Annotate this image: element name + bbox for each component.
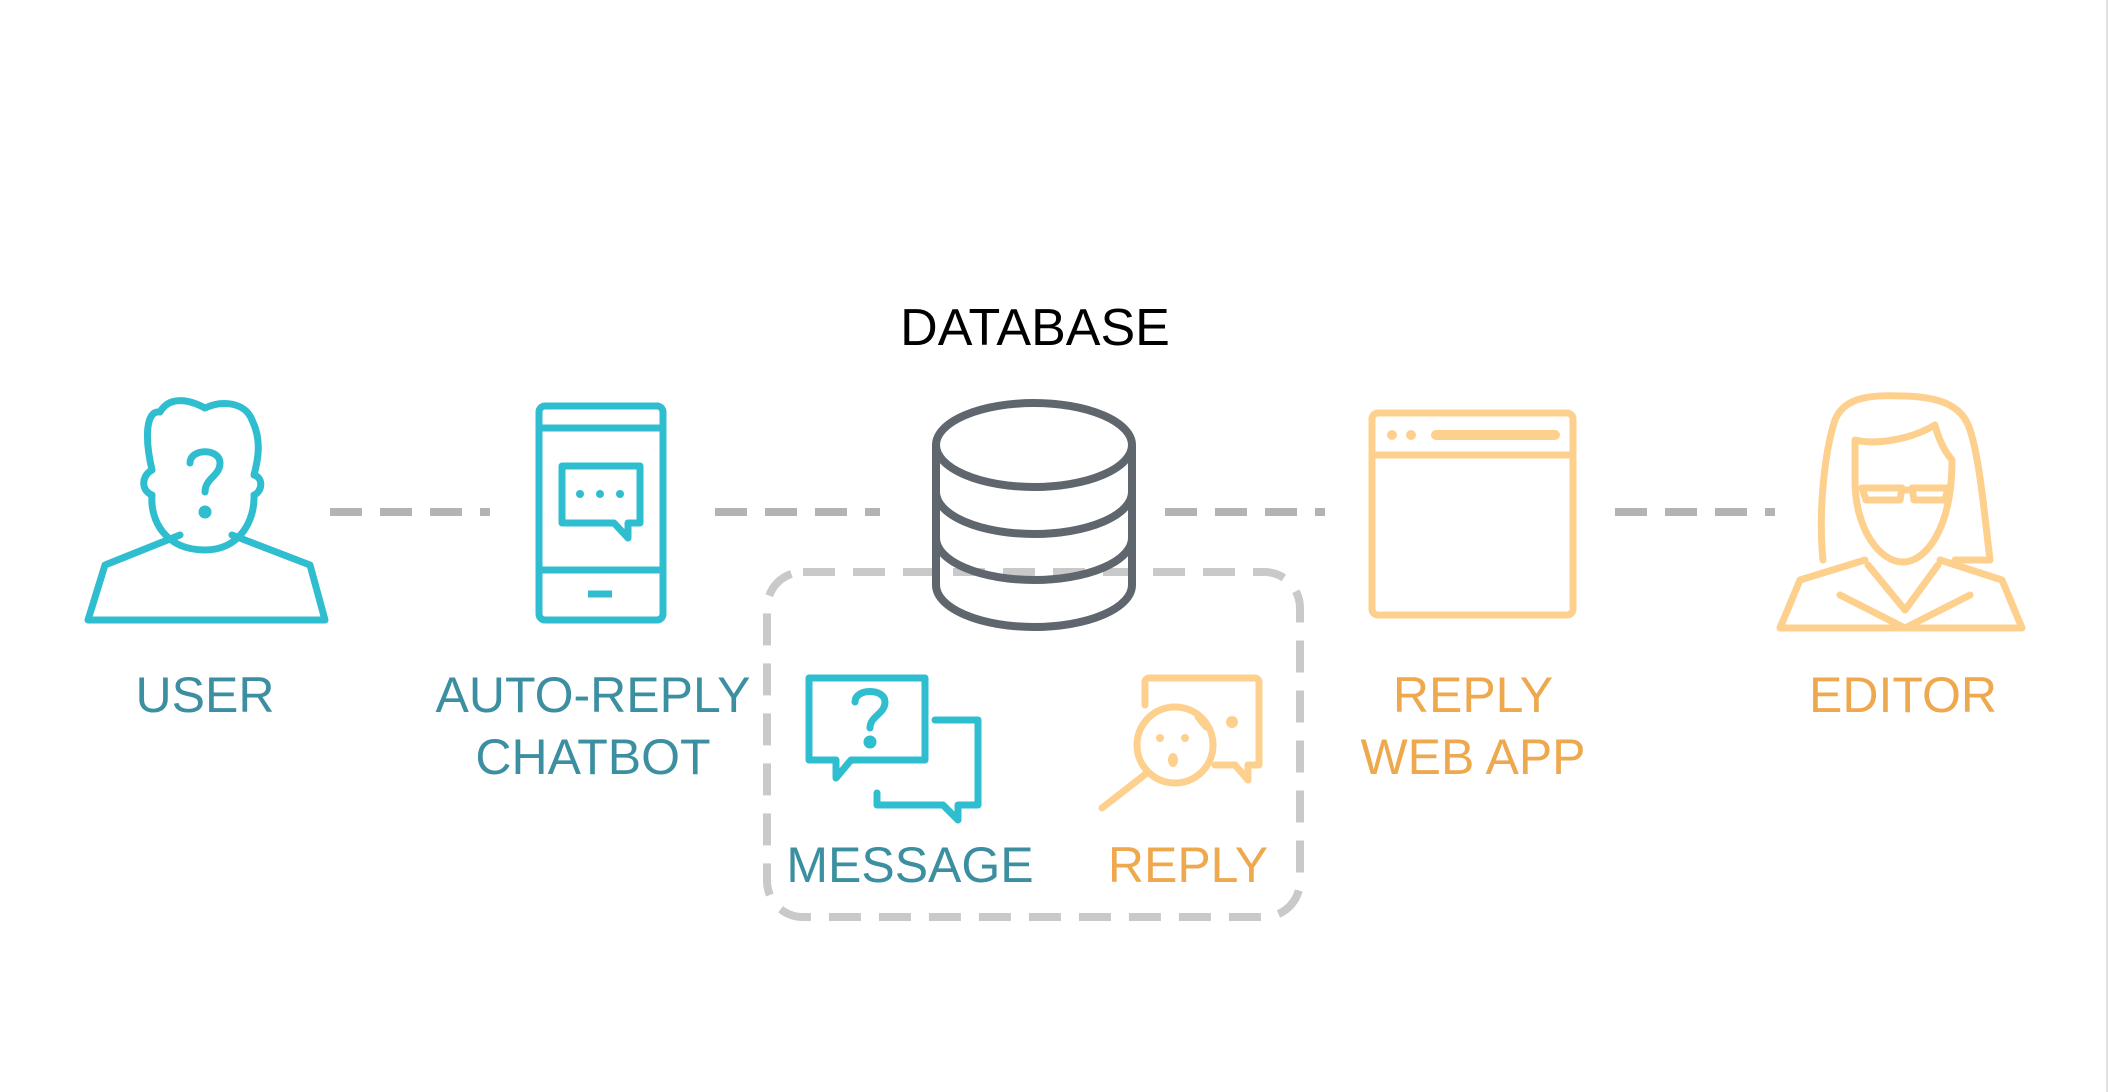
user-question-icon xyxy=(84,397,329,624)
database-contents-group xyxy=(763,568,1304,921)
chatbot-label-line1: AUTO-REPLY xyxy=(436,667,751,723)
browser-window-icon xyxy=(1368,409,1577,619)
chatbot-label-line2: CHATBOT xyxy=(475,729,710,785)
woman-with-glasses-icon xyxy=(1776,392,2026,632)
message-label: MESSAGE xyxy=(786,837,1033,893)
diagram-title: DATABASE xyxy=(900,299,1170,357)
smartphone-chat-icon xyxy=(535,402,667,624)
window-edge xyxy=(2106,0,2108,1092)
editor-label: EDITOR xyxy=(1809,667,1997,723)
webapp-label-line2: WEB APP xyxy=(1360,729,1585,785)
reply-label: REPLY xyxy=(1108,837,1268,893)
database-icon xyxy=(932,399,1136,631)
search-reply-bubbles-icon xyxy=(1098,674,1263,812)
webapp-label-line1: REPLY xyxy=(1393,667,1553,723)
question-chat-bubbles-icon xyxy=(805,674,982,824)
user-label: USER xyxy=(136,667,275,723)
